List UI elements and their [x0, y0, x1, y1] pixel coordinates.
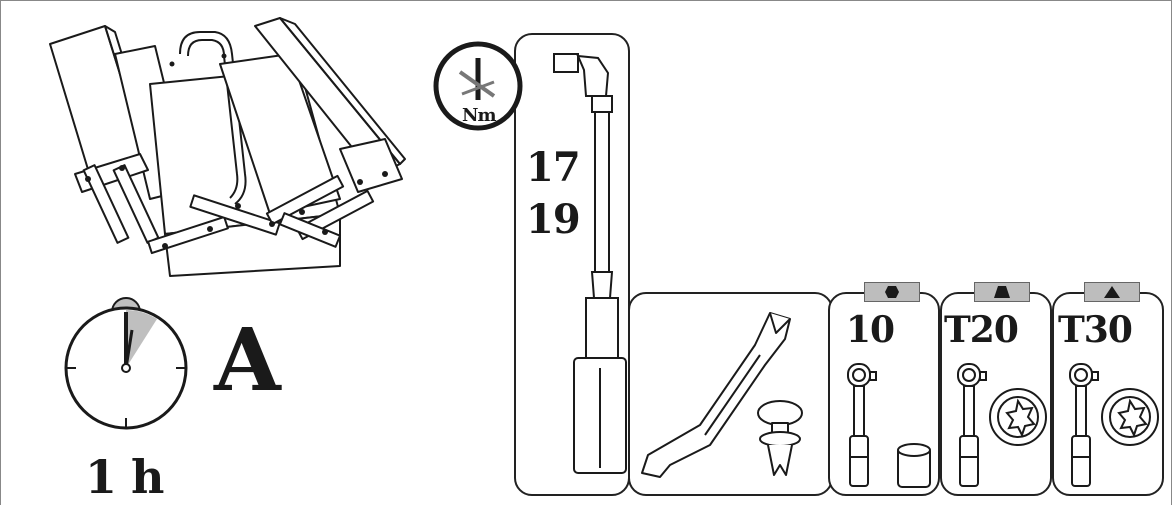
ratchet-t20-icon	[957, 363, 1047, 487]
duration-value: 1 h	[85, 450, 164, 504]
socket-size-t30: T30	[1058, 309, 1133, 351]
stopwatch-icon	[64, 297, 188, 430]
t20-socket-tag	[974, 282, 1030, 302]
toolbox-icon	[49, 17, 406, 277]
trim-removal-tool-icon	[641, 312, 803, 478]
ratchet-t30-icon	[1069, 363, 1159, 487]
difficulty-grade: A	[214, 310, 281, 411]
t30-socket-tag	[1084, 282, 1140, 302]
torque-size-2: 19	[526, 196, 581, 243]
triangle-icon	[1104, 286, 1120, 298]
socket-size-10: 10	[846, 309, 895, 351]
page-frame-left	[0, 0, 1, 505]
torque-wrench-icon	[553, 53, 627, 474]
socket-size-t20: T20	[944, 309, 1019, 351]
torque-size-1: 17	[526, 144, 581, 191]
ratchet-10-icon	[847, 363, 931, 488]
hex-socket-tag	[864, 282, 920, 302]
trapezoid-icon	[994, 286, 1010, 298]
torque-icon	[433, 41, 523, 131]
hexagon-icon	[885, 286, 899, 298]
torque-unit: Nm	[462, 105, 496, 126]
